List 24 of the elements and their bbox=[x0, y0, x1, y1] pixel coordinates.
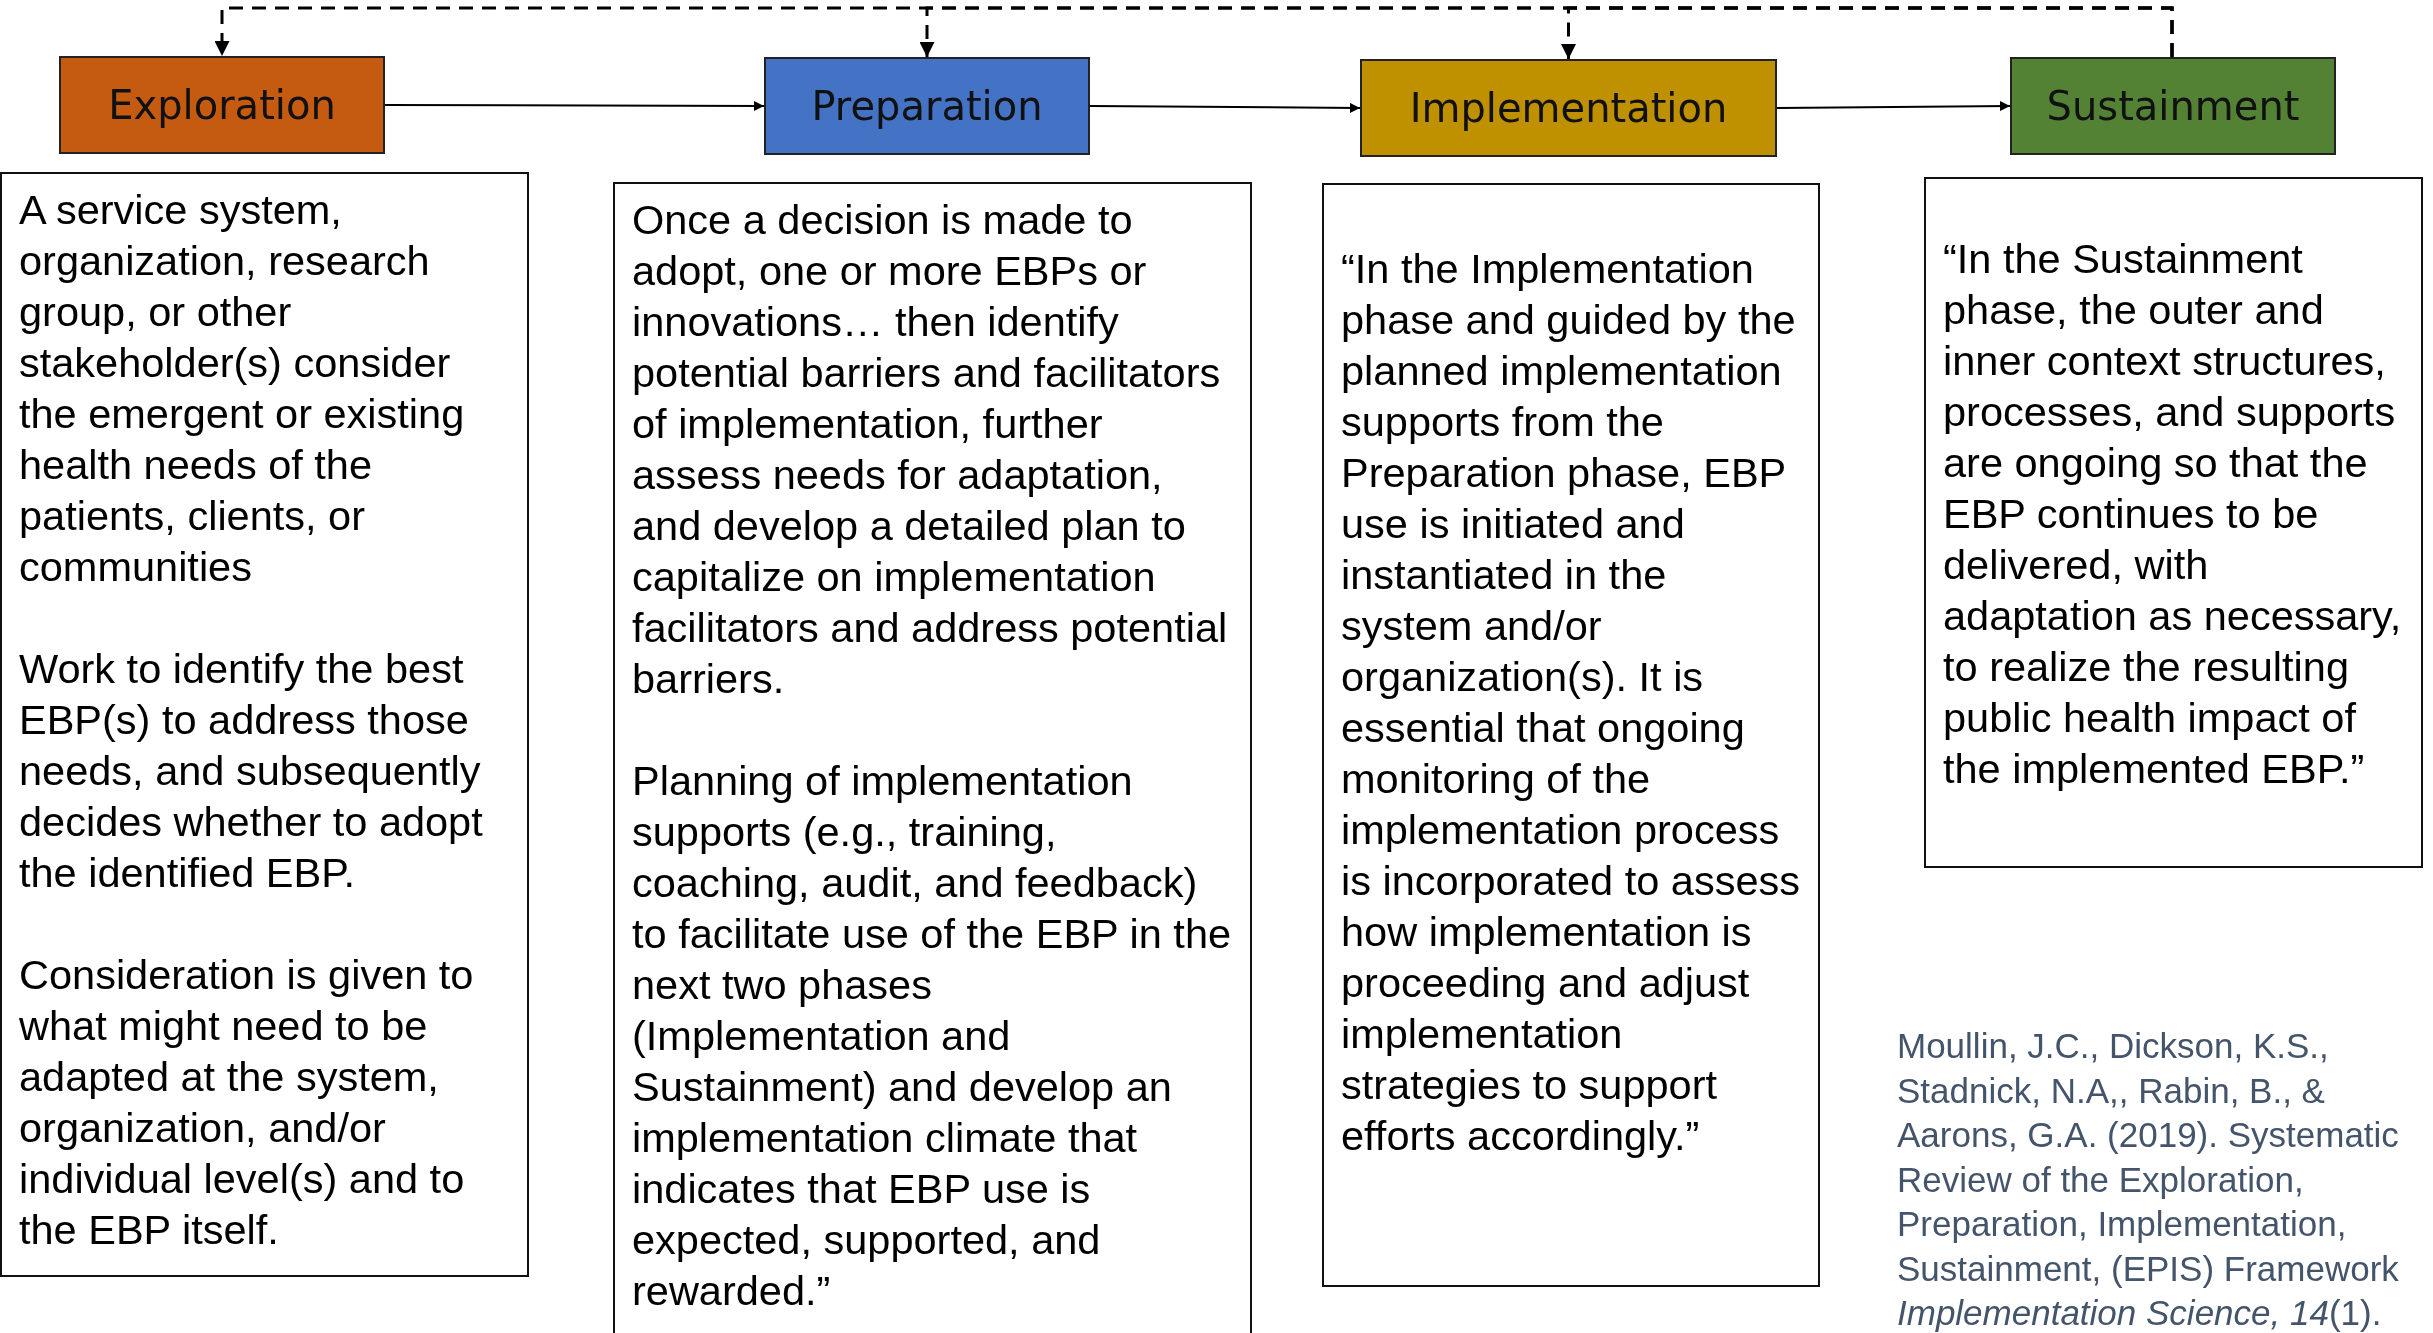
phase-title: Preparation bbox=[811, 83, 1043, 129]
arrow bbox=[1089, 102, 1361, 113]
description-text: “In the Implementation phase and guided by the planned implementation supports from the Preparation phase, EBP use is initiated and instantiated in the system and/or organization(s). It is essential that ongoing monitoring of the implementation process is incorporated to assess how implementation is proceeding and adjust implementation strategies to support efforts accordingly.” bbox=[1341, 244, 1802, 1161]
phase-title: Implementation bbox=[1409, 85, 1728, 131]
phase-box bbox=[59, 56, 385, 154]
arrow bbox=[384, 100, 765, 111]
phase-box bbox=[2010, 57, 2336, 155]
description-text: Once a decision is made to adopt, one or more EBPs or innovations… then identify potential barriers and facilitators of implementation, further assess needs for adaptation, and develop a detailed plan to capitalize on implementation facilitators and address potential barriers. bbox=[632, 195, 1229, 704]
phase-title: Sustainment bbox=[2046, 83, 2300, 129]
description-text: Planning of implementation supports (e.g., training, coaching, audit, and feedback) to facilitate use of the EBP in the next two phases (Implementation and Sustainment) and develop an implementation climate that indicates that EBP use is expected, supported, and rewarded.” bbox=[632, 756, 1233, 1316]
citation-text: Moullin, J.C., Dickson, K.S., Stadnick, N.A,, Rabin, B., & Aarons, G.A. (2019). Systematic Review of the Exploration, Preparation, Implementation, Sustainment, (EPIS) Framework Implementation Science, 14(1). bbox=[1897, 1025, 2400, 1333]
description-box bbox=[0, 172, 529, 1277]
dashed-arrow bbox=[1561, 6, 2174, 59]
description-box bbox=[1322, 183, 1820, 1287]
description-text: A service system, organization, research group, or other stakeholder(s) consider the emergent or existing health needs of the patients, clients, or communities bbox=[19, 185, 466, 592]
description-text: Work to identify the best EBP(s) to address those needs, and subsequently decides whether to adopt the identified EBP. bbox=[19, 644, 484, 898]
arrow bbox=[1776, 101, 2011, 112]
description-box bbox=[613, 182, 1252, 1333]
phase-box bbox=[1360, 59, 1777, 157]
description-text: Consideration is given to what might need to be adapted at the system, organization, and/or individual level(s) and to the EBP itself. bbox=[19, 950, 475, 1255]
phase-title: Exploration bbox=[108, 82, 336, 128]
description-box bbox=[1924, 177, 2423, 868]
phase-box bbox=[764, 57, 1090, 155]
description-text: “In the Sustainment phase, the outer and inner context structures, processes, and supports are ongoing so that the EBP continues to be delivered, with adaptation as necessary, to realize the resulting public health impact of the implemented EBP.” bbox=[1943, 234, 2403, 794]
